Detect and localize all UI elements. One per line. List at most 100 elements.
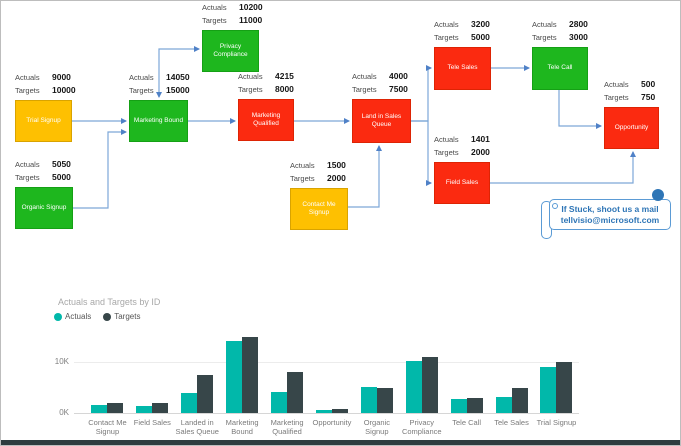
flow-node-trial-signup[interactable]: Trial Signup xyxy=(15,100,72,142)
actuals-value: 1500 xyxy=(327,160,346,170)
category-label-marketing-qualified: Marketing Qualified xyxy=(270,418,304,436)
targets-value: 3000 xyxy=(569,32,588,42)
bar-group-trial-signup xyxy=(534,362,579,413)
bar-actuals-opportunity[interactable] xyxy=(315,410,332,413)
legend-label-targets: Targets xyxy=(114,312,141,321)
y-axis-tick-10k: 10K xyxy=(54,357,69,366)
scroll-corner-dot-icon xyxy=(652,189,664,201)
flow-node-tele-sales[interactable]: Tele Sales xyxy=(434,47,491,90)
targets-value: 15000 xyxy=(166,85,190,95)
actuals-value: 1401 xyxy=(471,134,490,144)
targets-value: 8000 xyxy=(275,84,294,94)
flow-node-marketing-bound[interactable]: Marketing Bound xyxy=(129,100,188,142)
bar-actuals-contact-me-signup[interactable] xyxy=(91,405,108,413)
bar-actuals-tele-call[interactable] xyxy=(450,398,467,413)
bar-targets-field-sales[interactable] xyxy=(152,402,169,413)
bar-group-field-sales xyxy=(130,402,175,413)
bar-actuals-tele-sales[interactable] xyxy=(495,396,512,413)
targets-stat-row: Targets 2000 xyxy=(290,173,386,186)
targets-label: Targets xyxy=(434,33,459,42)
bar-group-marketing-bound xyxy=(220,336,265,413)
bar-targets-contact-me-signup[interactable] xyxy=(107,402,124,413)
connector-lines xyxy=(72,46,636,209)
actuals-value: 3200 xyxy=(471,19,490,29)
bar-targets-organic-signup[interactable] xyxy=(376,387,393,413)
targets-label: Targets xyxy=(604,93,629,102)
actuals-value: 9000 xyxy=(52,72,71,82)
connector-sales-queue-to-field-sales xyxy=(411,120,432,186)
bar-targets-privacy-compliance[interactable] xyxy=(421,356,438,413)
flow-node-privacy-compliance[interactable]: Privacy Compliance xyxy=(202,30,259,72)
actuals-label: Actuals xyxy=(434,20,459,29)
bar-targets-marketing-bound[interactable] xyxy=(242,336,259,413)
actuals-value: 10200 xyxy=(239,2,263,12)
legend-item-targets[interactable]: Targets xyxy=(103,312,140,321)
targets-value: 5000 xyxy=(471,32,490,42)
connector-marketing-bound-privacy-compliance xyxy=(156,46,200,98)
bar-actuals-privacy-compliance[interactable] xyxy=(405,360,422,413)
bar-targets-landed-in-sales-queue[interactable] xyxy=(197,374,214,413)
flow-node-contact-me-signup[interactable]: Contact Me Signup xyxy=(290,188,348,230)
legend-label-actuals: Actuals xyxy=(65,312,92,321)
bar-targets-tele-call[interactable] xyxy=(466,397,483,413)
targets-stat-row: Targets 15000 xyxy=(129,85,225,98)
targets-label: Targets xyxy=(15,173,40,182)
actuals-value: 2800 xyxy=(569,19,588,29)
flow-node-marketing-qualified[interactable]: Marketing Qualified xyxy=(238,99,294,141)
targets-label: Targets xyxy=(129,86,154,95)
actuals-label: Actuals xyxy=(434,135,459,144)
flow-node-field-sales[interactable]: Field Sales xyxy=(434,162,490,204)
bar-actuals-marketing-qualified[interactable] xyxy=(271,391,288,413)
bar-group-contact-me-signup xyxy=(85,402,130,413)
category-label-marketing-bound: Marketing Bound xyxy=(225,418,259,436)
flow-node-opportunity[interactable]: Opportunity xyxy=(604,107,659,149)
category-label-organic-signup: Organic Signup xyxy=(363,418,390,436)
note-text-line2: tellvisio@microsoft.com xyxy=(560,214,660,225)
bar-group-tele-sales xyxy=(489,387,534,413)
category-label-tele-call: Tele Call xyxy=(452,418,482,427)
targets-label: Targets xyxy=(352,85,377,94)
actuals-stat-row: Actuals 1401 xyxy=(434,134,530,147)
plot-area xyxy=(85,333,579,413)
note-text-line1: If Stuck, shoot us a mail xyxy=(561,203,659,214)
flow-node-organic-signup[interactable]: Organic Signup xyxy=(15,187,73,229)
y-axis-tick-0k: 0K xyxy=(59,408,69,417)
bar-targets-opportunity[interactable] xyxy=(331,409,348,413)
bar-actuals-organic-signup[interactable] xyxy=(360,387,377,413)
actuals-stat-row: Actuals 1500 xyxy=(290,160,386,173)
targets-value: 2000 xyxy=(327,173,346,183)
bar-group-tele-call xyxy=(444,397,489,413)
x-axis-line xyxy=(74,413,579,414)
bar-targets-marketing-qualified[interactable] xyxy=(287,372,304,413)
bar-actuals-field-sales[interactable] xyxy=(136,405,153,413)
targets-label: Targets xyxy=(290,174,315,183)
legend-item-actuals[interactable]: Actuals xyxy=(54,312,91,321)
bar-actuals-landed-in-sales-queue[interactable] xyxy=(181,392,198,413)
bar-targets-tele-sales[interactable] xyxy=(511,387,528,413)
targets-value: 11000 xyxy=(239,15,263,25)
flow-node-tele-call[interactable]: Tele Call xyxy=(532,47,588,90)
bar-actuals-trial-signup[interactable] xyxy=(540,367,557,413)
category-label-field-sales: Field Sales xyxy=(133,418,171,427)
actuals-label: Actuals xyxy=(238,72,263,81)
targets-value: 7500 xyxy=(389,84,408,94)
bar-targets-trial-signup[interactable] xyxy=(556,362,573,413)
bar-actuals-marketing-bound[interactable] xyxy=(226,341,243,413)
actuals-label: Actuals xyxy=(290,161,315,170)
connector-field-sales-to-opportunity xyxy=(490,151,636,184)
flow-node-land-in-sales-queue[interactable]: Land in Sales Queue xyxy=(352,99,411,143)
actuals-value: 14050 xyxy=(166,72,190,82)
